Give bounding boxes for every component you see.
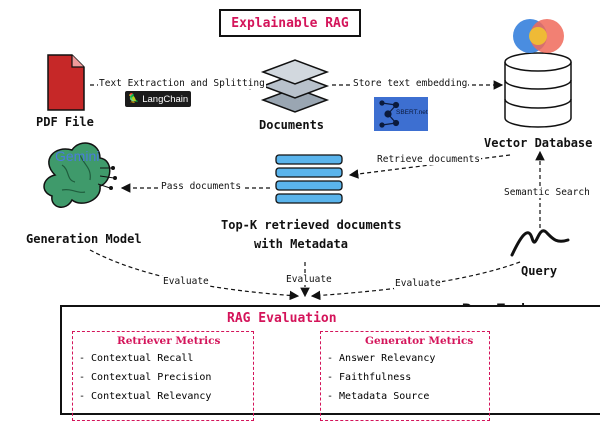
retriever-metric-item: - Contextual Recall (79, 353, 194, 364)
edge-retrieve (348, 154, 511, 179)
edge-label-evaluate-left: Evaluate (162, 276, 210, 287)
edge-label-store: Store text embedding (352, 78, 469, 89)
diagram-title: Explainable RAG (231, 15, 349, 31)
edge-evaluate-left (89, 249, 300, 301)
topk-label-line1: Top-K retrieved documents (221, 218, 402, 232)
generator-metric-item: - Metadata Source (327, 391, 430, 402)
edge-label-evaluate-right: Evaluate (394, 278, 442, 289)
title-box: Explainable RAG (219, 9, 361, 37)
edge-label-semantic: Semantic Search (503, 187, 591, 198)
retriever-metrics-heading: Retriever Metrics (117, 335, 221, 347)
edge-label-extract: Text Extraction and Splitting (98, 78, 266, 89)
gemini-logo: Gemini (55, 148, 100, 164)
vector-database-label: Vector Database (484, 136, 593, 150)
generation-model-label: Generation Model (26, 232, 142, 246)
rag-evaluation-panel: RAG Evaluation Retriever Metrics - Conte… (60, 305, 600, 421)
edge-label-evaluate-middle: Evaluate (285, 274, 333, 285)
vector-database-icon (504, 52, 572, 128)
edge-label-pass: Pass documents (160, 181, 243, 192)
generator-metric-item: - Answer Relevancy (327, 353, 436, 364)
query-label: Query (521, 264, 558, 278)
retriever-metric-item: - Contextual Relevancy (79, 391, 212, 402)
retriever-metrics-box: Retriever Metrics - Contextual Recall - … (72, 331, 254, 421)
sbert-logo-text: SBERT.net (396, 109, 428, 116)
sbert-logo: SBERT.net (374, 97, 428, 131)
sbert-network-icon (379, 100, 400, 128)
pdf-file-icon (47, 54, 85, 111)
topk-documents-icon (275, 154, 343, 204)
vector-db-logo-icon (513, 19, 564, 53)
generator-metric-item: - Faithfulness (327, 372, 412, 383)
topk-label-line2: with Metadata (254, 237, 348, 251)
diagram-canvas (43, 19, 572, 313)
langchain-logo: 🦜 LangChain (125, 91, 191, 107)
query-squiggle-icon (510, 229, 570, 257)
documents-stack-icon (260, 59, 330, 113)
documents-label: Documents (259, 118, 325, 132)
rag-diagram: Explainable RAG PDF File Documents Vecto… (26, 9, 600, 421)
retriever-metric-item: - Contextual Precision (79, 372, 212, 383)
brain-icon (43, 142, 117, 208)
rag-evaluation-title: RAG Evaluation (227, 311, 337, 326)
generator-metrics-heading: Generator Metrics (365, 335, 474, 347)
generator-metrics-box: Generator Metrics - Answer Relevancy - F… (320, 331, 490, 421)
langchain-logo-text: LangChain (142, 93, 189, 105)
edge-label-retrieve: Retrieve documents (376, 154, 481, 165)
pdf-file-label: PDF File (36, 115, 94, 129)
langchain-parrot-icon: 🦜 (128, 94, 140, 104)
